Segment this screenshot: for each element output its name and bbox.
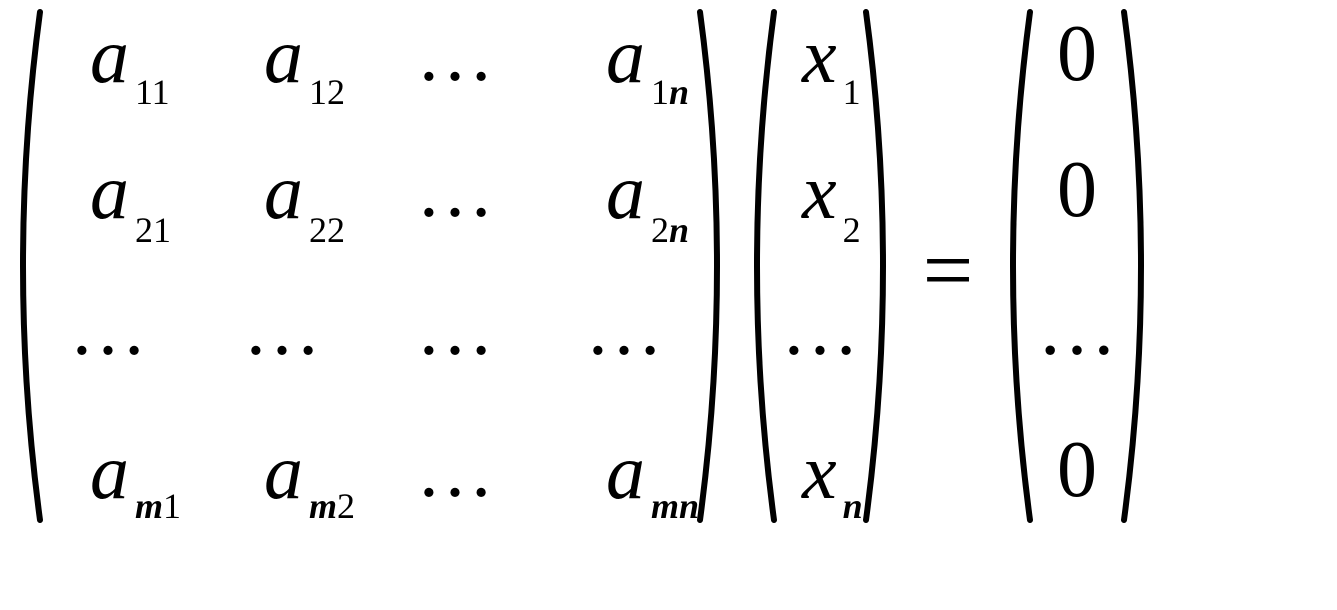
matrix-entry-r1c1-base: a [90,12,129,99]
matrix-entry-r4c4-base: a [606,428,645,515]
matrix-entry-r2c3-ellipsis: … [416,146,494,233]
matrix-entry-r1c1-subscript: 11 [135,72,170,112]
matrix-entry-r4c3-ellipsis: … [416,426,494,513]
matrix-entry-r2c4-subscript: 2 [651,210,669,250]
vector-x-entry-2-subscript: 2 [843,210,861,250]
zero-vector-entry-3: … [1037,284,1117,372]
matrix-entry-r3c4-ellipsis: … [585,284,663,371]
matrix-entry-r3c1-ellipsis: … [69,284,147,371]
matrix-entry-r4c4-subscript: mn [651,486,699,526]
matrix-entry-r4c1-base: a [90,428,129,515]
matrix-entry-r3c3-ellipsis: … [416,284,494,371]
matrix-entry-r3c2-ellipsis: … [243,284,321,371]
matrix-entry-r2c1-base: a [90,148,129,235]
zero-vector-left-paren [1010,9,1033,523]
matrix-left-paren [20,9,43,523]
matrix-entry-r2c2-base: a [264,148,303,235]
matrix-entry-r4c2-subscript: 2 [337,486,355,526]
matrix-entry-r4c2-subscript: m [309,486,337,526]
vector-x-entry-1-subscript: 1 [843,72,861,112]
zero-vector-entry-1: 0 [1057,10,1097,98]
zero-vector: 0 0 … 0 [1037,10,1117,514]
zero-vector-right-paren [1121,9,1144,523]
matrix-entry-r1c2-subscript: 12 [309,72,345,112]
matrix-right-paren [697,9,720,523]
matrix-entry-r4c1-subscript: 1 [163,486,181,526]
matrix-entry-r4c1-subscript: m [135,486,163,526]
matrix-entry-r2c2-subscript: 22 [309,210,345,250]
vector-x-entry-4-base: x [801,428,837,515]
matrix-entry-r1c4-base: a [606,12,645,99]
zero-vector-entry-2: 0 [1057,146,1097,234]
zero-vector-entry-4: 0 [1057,426,1097,514]
matrix-entry-r1c4-subscript: n [669,72,689,112]
matrix-entry-r4c2-base: a [264,428,303,515]
matrix-entry-r1c3-ellipsis: … [416,10,494,97]
equals-sign: = [923,221,974,320]
matrix-entry-r2c4-base: a [606,148,645,235]
vector-x-right-paren [863,9,886,523]
vector-x-entry-3-ellipsis: … [781,284,859,371]
matrix-entry-r1c2-base: a [264,12,303,99]
vector-x-entry-2-base: x [801,148,837,235]
vector-x-entry-4-subscript: n [843,486,863,526]
matrix-entry-r1c4-subscript: 1 [651,72,669,112]
matrix-entry-r2c4-subscript: n [669,210,689,250]
matrix-entry-r2c1-subscript: 21 [135,210,171,250]
vector-x-left-paren [754,9,777,523]
vector-x-entry-1-base: x [801,12,837,99]
